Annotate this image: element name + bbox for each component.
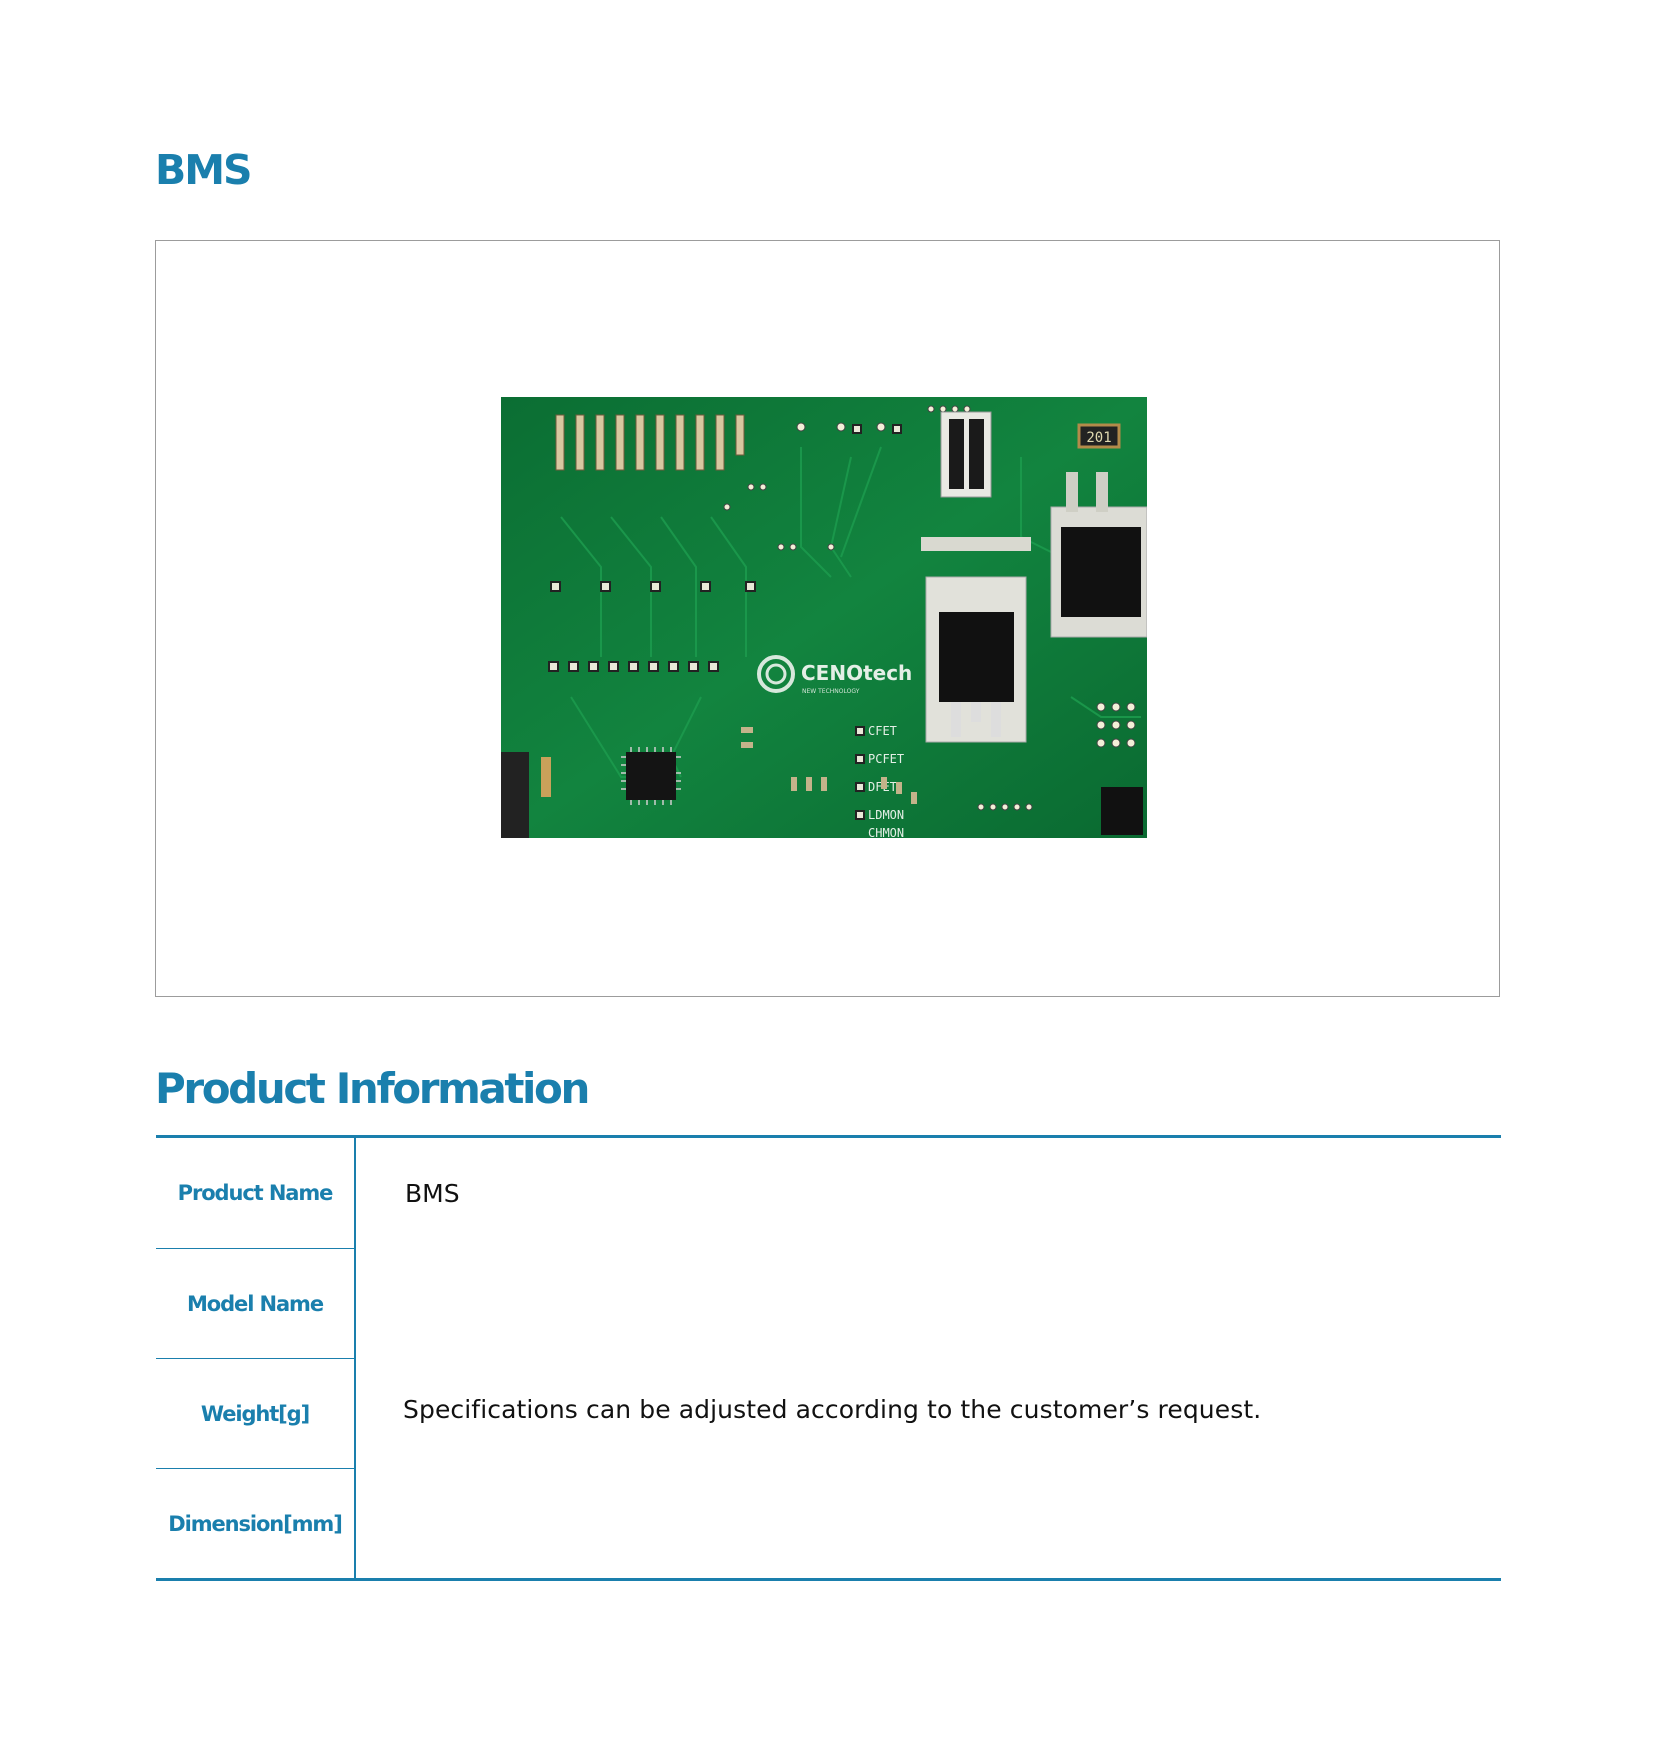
resistor-marking: 201	[1086, 430, 1111, 446]
table-row: Product Name BMS	[156, 1138, 1501, 1248]
row-label-dimension: Dimension[mm]	[156, 1469, 356, 1578]
product-image-frame: 201	[155, 240, 1500, 997]
row-label-model-name: Model Name	[156, 1249, 356, 1358]
merged-spec-value: Specifications can be adjusted according…	[403, 1395, 1262, 1424]
table-row: Model Name	[156, 1248, 1501, 1358]
table-row: Dimension[mm]	[156, 1468, 1501, 1578]
page-title: BMS	[155, 146, 253, 194]
section-title-product-information: Product Information	[155, 1064, 590, 1113]
silkscreen-ldmon: LDMON	[868, 808, 904, 822]
row-label-weight: Weight[g]	[156, 1359, 356, 1468]
cell-divider-cover	[356, 1358, 1501, 1359]
silkscreen-chmon: CHMON	[868, 826, 904, 838]
product-image: 201	[501, 397, 1147, 838]
row-label-product-name: Product Name	[156, 1138, 356, 1248]
product-info-table: Product Name BMS Model Name Weight[g] Di…	[156, 1135, 1501, 1581]
cell-divider-cover	[356, 1468, 1501, 1469]
silkscreen-cfet: CFET	[868, 724, 897, 738]
silkscreen-pcfet: PCFET	[868, 752, 904, 766]
cell-divider-cover	[356, 1248, 1501, 1249]
board-logo-text: CENOtech	[801, 661, 912, 685]
board-logo-subtext: NEW TECHNOLOGY	[802, 688, 860, 695]
row-value-product-name: BMS	[405, 1178, 460, 1208]
table-row: Weight[g]	[156, 1358, 1501, 1468]
